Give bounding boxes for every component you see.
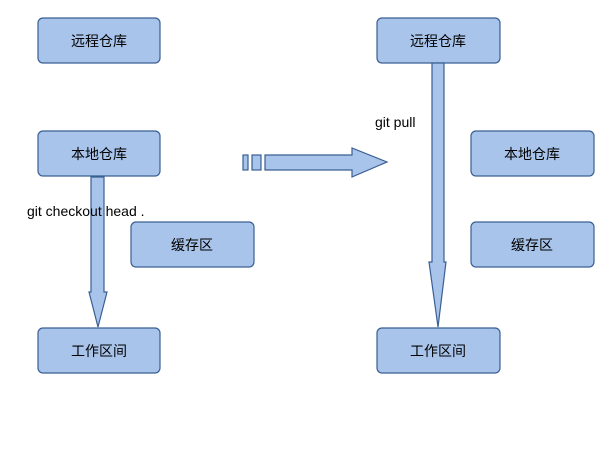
- left-command-label: git checkout head .: [27, 203, 145, 219]
- right-remote-repo-label: 远程仓库: [410, 34, 466, 50]
- left-working-dir-box: 工作区间: [37, 327, 161, 374]
- right-down-arrow: [428, 62, 447, 328]
- left-local-repo-box: 本地仓库: [37, 130, 161, 177]
- left-working-dir-label: 工作区间: [71, 344, 127, 360]
- transition-arrow: [242, 147, 389, 178]
- left-remote-repo-box: 远程仓库: [37, 17, 161, 64]
- left-staging-area-label: 缓存区: [171, 238, 213, 254]
- right-staging-area-box: 缓存区: [470, 221, 595, 268]
- left-staging-area-box: 缓存区: [130, 221, 255, 268]
- left-local-repo-label: 本地仓库: [71, 147, 127, 163]
- right-working-dir-box: 工作区间: [376, 327, 501, 374]
- right-local-repo-box: 本地仓库: [470, 130, 595, 177]
- left-down-arrow: [88, 176, 108, 328]
- right-remote-repo-box: 远程仓库: [376, 17, 501, 64]
- left-remote-repo-label: 远程仓库: [71, 34, 127, 50]
- right-command-label: git pull: [375, 114, 415, 130]
- right-working-dir-label: 工作区间: [410, 344, 466, 360]
- right-local-repo-label: 本地仓库: [504, 147, 560, 163]
- right-staging-area-label: 缓存区: [511, 238, 553, 254]
